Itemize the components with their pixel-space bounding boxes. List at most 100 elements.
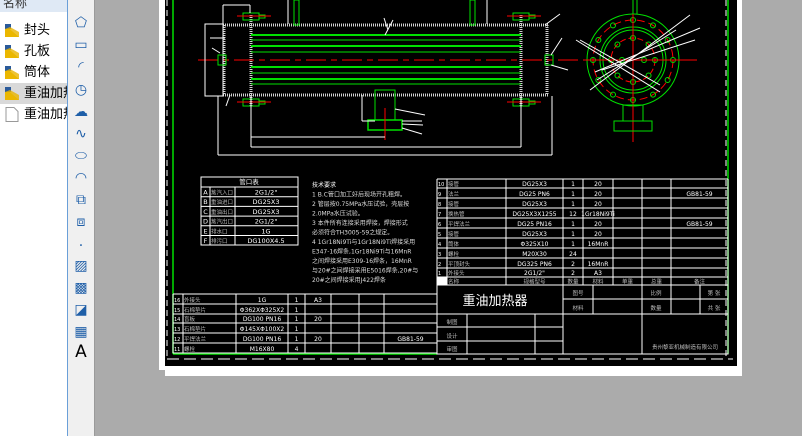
nozzle-id: B [203,198,207,206]
parts-list-cell: 2 [571,261,575,268]
parts-list-cell: DG25X3 [522,201,547,208]
nozzle-name: 蒸汽入口 [211,189,233,197]
point-icon[interactable]: · [78,238,84,254]
spline-icon[interactable]: ∿ [75,126,87,142]
tube-hole [614,72,621,79]
title-block [436,284,729,355]
parts-list-cell: 20 [594,221,602,228]
tree-item-label: 孔板 [24,44,51,59]
tech-requirement-line: E347-16焊条,1Gr18Ni9Ti与16MnR [312,248,411,256]
tree-item[interactable]: 重油加热器 [0,104,67,125]
leader-line [544,13,561,26]
rectangle-icon[interactable]: ▭ [74,37,88,53]
parts-list-cell: DG325 PN6 [517,261,552,268]
parts-list-cell: 1 [571,181,575,188]
drawing-title: 重油加热器 [462,293,527,309]
leader-line [575,39,661,93]
make-block-icon[interactable]: ⧈ [76,214,86,230]
parts-list-cell: 3 [438,252,441,258]
polygon-icon[interactable]: ⬠ [74,15,88,31]
nozzle-id: E [203,227,207,235]
parts-list-cell: 16MnR [588,261,609,268]
ellipse-arc-icon[interactable]: ◠ [74,170,88,186]
insert-block-icon[interactable]: ⧉ [76,192,86,208]
part-icon [4,23,20,38]
tree-item[interactable]: 筒体 [0,62,67,83]
tree-item[interactable]: 孔板 [0,41,67,62]
nozzle-id: C [203,208,208,216]
parts-list-cell: 1Gr18Ni9Ti [581,211,615,218]
parts-list-cell: 换热管 [448,210,465,218]
text-icon[interactable]: A [75,342,87,362]
parts-list-cell: 4 [438,242,441,248]
parts-list-cell: 20 [594,201,602,208]
leader-line [211,47,221,54]
parts-list-cell: 接管 [448,200,460,208]
tree-item-label: 重油加热器 [24,107,67,122]
part-icon [4,86,20,101]
cloud-icon[interactable]: ☁ [74,104,88,120]
part-icon [4,65,20,80]
lower-parts-list-cell: 1 [295,297,299,304]
parts-list-cell: 2G1/2" [524,270,545,277]
drawing-no-label: 图号 [572,289,584,297]
left-end-dimension-box [204,23,224,97]
lower-parts-list-cell: 20 [314,336,322,343]
parts-list-cell: 2 [571,270,575,277]
tech-requirement-line: 之间焊接采用E309-16焊条，16MnR [312,257,412,265]
tech-requirement-line: 3 本件所有连接采用焊接，焊接形式 [312,219,408,227]
lower-parts-list-cell: 14 [174,317,180,323]
circle-icon[interactable]: ◷ [74,82,88,98]
leader-line [601,39,696,71]
part-list-panel: 名称 封头孔板筒体重油加热器重油加热器 [0,0,68,436]
lower-parts-list-cell: 13 [174,327,180,333]
left-side-nozzle [217,54,227,66]
leader-line [579,39,661,86]
end-view-nozzle-flange [613,120,653,132]
parts-list-cell: 20 [594,181,602,188]
tree-item[interactable]: 封头 [0,20,67,41]
tech-requirement-line: 4 1Gr18Ni9Ti与1Gr18Ni9Ti焊接采用 [312,238,415,246]
nozzle-spec: DG25X3 [253,208,280,216]
parts-list-cell: 6 [438,222,441,228]
parts-list-cell: DG25 PN6 [519,191,550,198]
parts-list-cell: 10 [438,182,444,188]
right-side-nozzle [544,54,554,66]
company-name: 贵州黎亚机械制造有限公司 [652,343,718,351]
tree-item-label: 封头 [24,23,51,38]
column-header-name[interactable]: 名称 [0,0,67,12]
gradient-icon[interactable]: ▩ [74,280,88,296]
parts-list-cell: 接管 [448,180,460,188]
lower-parts-list-cell: 1G [258,297,267,304]
ellipse-icon[interactable]: ⬭ [75,148,87,164]
lower-parts-list-cell: 20 [314,316,322,323]
parts-list-cell: 筒体 [448,240,460,248]
parts-list-header: 备注 [694,278,706,286]
leader-line [594,27,701,73]
hatch-icon[interactable]: ▨ [74,258,88,274]
table-icon[interactable]: ▦ [74,324,88,340]
leader-line [401,123,424,126]
parts-list-cell: 平焊法兰 [448,220,471,228]
parts-list-cell: DG25X3 [522,231,547,238]
nozzle-id: D [203,218,208,226]
nozzle-spec: 1G [261,227,270,235]
total-sheets-label: 共 张 [708,304,721,312]
region-icon[interactable]: ◪ [74,302,88,318]
arc-icon[interactable]: ◜ [78,59,84,75]
parts-list-cell: 1 [571,191,575,198]
leader-line [225,94,231,107]
lower-parts-list-cell: M16X80 [250,346,275,353]
parts-list-cell: 7 [438,212,441,218]
tree-item[interactable]: 重油加热器 [0,83,67,104]
scale-label: 比例 [650,289,662,297]
parts-list-cell: 8 [438,202,441,208]
tube-hole [614,41,621,48]
tree-item-label: 重油加热器 [24,86,67,101]
nozzle-name: 重油进口 [211,198,233,206]
tech-requirement-line: 1 B.C管口加工好后现场开孔粗焊。 [312,191,406,199]
lower-parts-list-cell: DG100 PN16 [243,336,282,343]
lower-parts-list-cell: 12 [174,337,180,343]
parts-list-cell: DG25X3X1255 [512,211,556,218]
